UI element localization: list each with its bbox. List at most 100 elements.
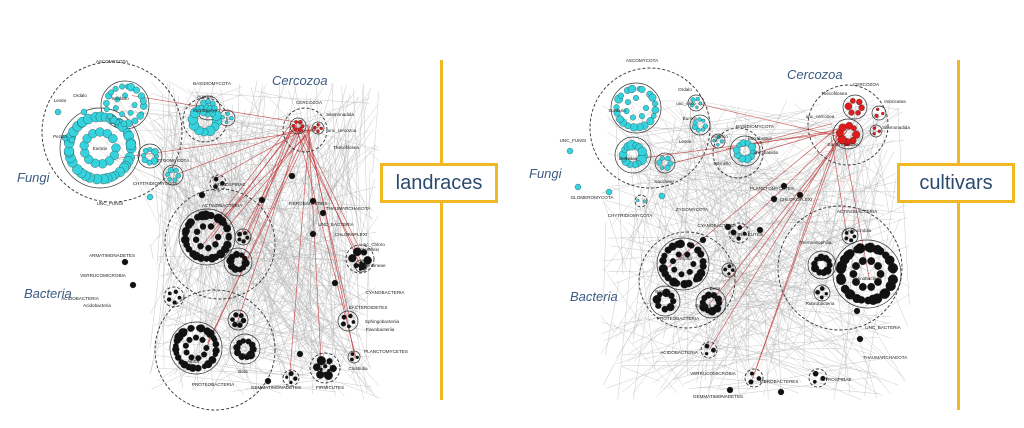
taxon-node [103, 100, 109, 106]
taxon-node [229, 116, 233, 120]
taxon-node [720, 140, 724, 144]
taxon-label: Eurotio [93, 146, 108, 151]
taxon-node [323, 372, 326, 375]
taxon-node [567, 148, 573, 154]
taxon-label: ACIDOBACTERIA [660, 350, 698, 355]
taxon-label: unc_Chloro [361, 242, 385, 247]
taxon-label: Imbricatea [884, 99, 906, 104]
taxon-node [702, 119, 706, 123]
taxon-node [728, 264, 732, 268]
taxon-label: Sordario [608, 108, 626, 113]
taxon-node [108, 90, 113, 95]
taxon-node [174, 290, 178, 294]
taxon-node [198, 243, 204, 249]
gray-edge [151, 245, 154, 260]
taxon-node [679, 271, 685, 277]
taxon-node [873, 127, 876, 130]
taxon-node [652, 107, 659, 114]
taxon-node [705, 352, 708, 355]
taxon-node [701, 128, 705, 132]
taxon-label: Flavobacteriia [366, 327, 395, 332]
taxon-node [242, 256, 247, 261]
taxon-node [119, 111, 124, 116]
taxon-node [289, 173, 295, 179]
gray-edge [359, 87, 363, 159]
taxon-node [104, 107, 109, 112]
taxon-label: Chloroflexi [357, 247, 379, 252]
taxon-node [859, 257, 867, 265]
taxon-node [633, 95, 639, 101]
taxon-node [140, 98, 146, 104]
taxon-label: Leotio [54, 98, 67, 103]
taxon-label: Acidimicrobiia [843, 228, 872, 233]
taxon-label: Alpha [680, 256, 692, 261]
taxon-label: Agarico [712, 134, 728, 139]
right-group-bacteria: Bacteria [570, 289, 618, 304]
taxon-node [184, 350, 190, 356]
taxon-node [237, 232, 242, 237]
taxon-node [778, 389, 784, 395]
taxon-node [113, 86, 119, 92]
taxon-node [69, 137, 75, 143]
taxon-node [241, 338, 246, 343]
taxon-node [141, 153, 145, 157]
taxon-label: Ordalo [73, 93, 87, 98]
taxon-label: FIBROBACTERES [760, 379, 799, 384]
taxon-label: unc_cercozoa [328, 128, 357, 133]
taxon-label: Silamonadida [326, 112, 354, 117]
taxon-node [294, 120, 297, 123]
taxon-node [292, 124, 295, 127]
taxon-node [128, 110, 133, 115]
taxon-node [187, 337, 193, 343]
taxon-node [130, 282, 136, 288]
taxon-label: THAUMARCHAEOTA [326, 206, 372, 211]
taxon-labels: ASCOMYCOTABASIDIOMYCOTACERCOZOAOrdaloSor… [53, 58, 910, 399]
taxon-node [342, 315, 347, 320]
taxon-node [854, 308, 860, 314]
taxon-node [856, 110, 861, 115]
taxon-node [239, 313, 244, 318]
taxon-node [873, 132, 876, 135]
taxon-node [193, 237, 199, 243]
taxon-node [316, 371, 324, 379]
left-divider-line [440, 60, 443, 400]
taxon-label: Beta [238, 369, 248, 374]
taxon-node [212, 241, 218, 247]
taxon-node [687, 269, 693, 275]
taxon-label: UNC_FUNGI [97, 201, 124, 206]
taxon-node [214, 177, 219, 182]
taxon-node [148, 147, 152, 151]
taxon-node [696, 97, 700, 101]
taxon-node [820, 286, 824, 290]
taxon-node [132, 102, 137, 107]
taxon-label: Actinobacteria [852, 276, 882, 281]
taxon-node [168, 167, 174, 173]
taxon-node [245, 236, 249, 240]
taxon-node [853, 235, 856, 238]
taxon-node [813, 371, 818, 376]
taxon-node [113, 105, 118, 110]
taxon-node [711, 348, 716, 353]
left-group-cercozoa: Cercozoa [272, 73, 328, 88]
taxon-label: PROTEOBACTERIA [192, 382, 235, 387]
taxon-node [243, 231, 247, 235]
taxon-node [878, 130, 881, 133]
taxon-node [845, 103, 852, 110]
taxon-node [705, 344, 710, 349]
taxon-node [181, 236, 189, 244]
taxon-label: ZYGOMYCOTA [676, 207, 709, 212]
taxon-node [660, 166, 664, 170]
taxon-label: unc_asco [676, 101, 696, 106]
taxon-label: CERCOZOA [296, 100, 323, 105]
taxon-node [121, 121, 127, 127]
taxon-node [857, 336, 863, 342]
taxon-label: Thecofilosea [333, 145, 359, 150]
taxon-node [142, 157, 148, 163]
taxon-node [723, 268, 727, 272]
taxon-node [700, 237, 706, 243]
taxon-node [242, 239, 246, 243]
gray-edge [150, 233, 161, 247]
taxon-node [727, 387, 733, 393]
taxon-node [285, 376, 288, 379]
